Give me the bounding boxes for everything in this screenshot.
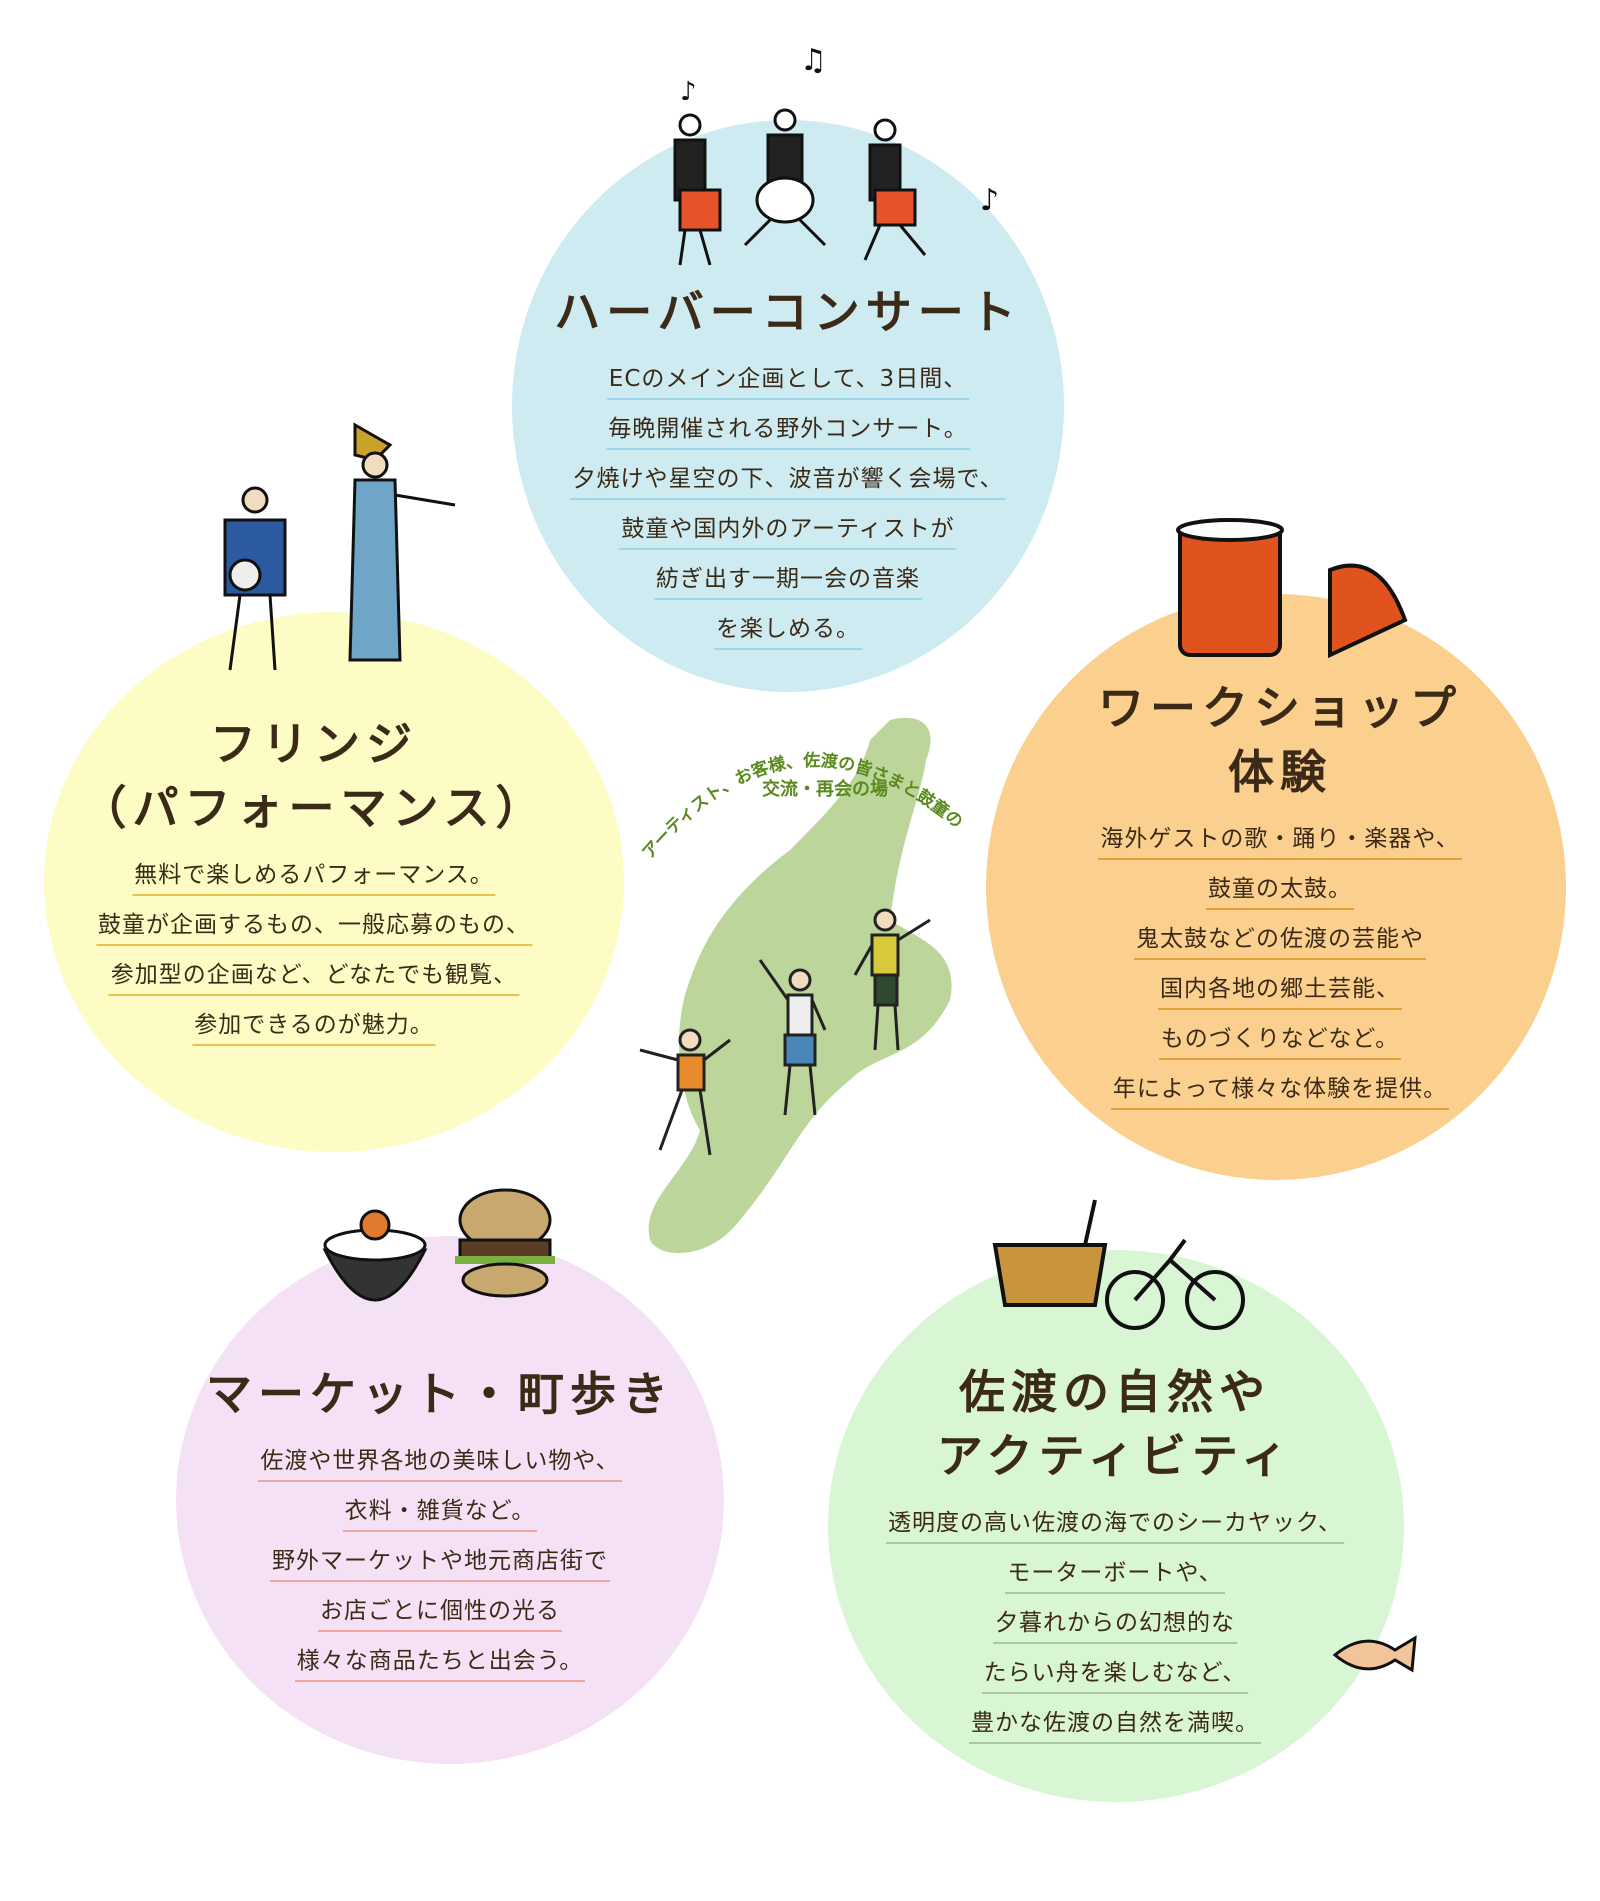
description-row: 夕暮れからの幻想的な	[886, 1602, 1344, 1652]
description-row: 佐渡や世界各地の美味しい物や、	[206, 1440, 674, 1490]
description-line: モーターボートや、	[1005, 1552, 1225, 1594]
description-line: 紡ぎ出す一期一会の音楽	[653, 558, 922, 600]
description-row: 様々な商品たちと出会う。	[206, 1640, 674, 1690]
description-line: 参加できるのが魅力。	[192, 1004, 436, 1046]
description-row: 年によって様々な体験を提供。	[1098, 1068, 1462, 1118]
description-row: ものづくりなどなど。	[1098, 1018, 1462, 1068]
center-arc-text: アーティスト、お客様、佐渡の皆さまと鼓童の 交流・再会の場	[639, 750, 967, 863]
food-illustration	[322, 1188, 555, 1302]
fish-illustration	[1332, 1635, 1417, 1673]
fringe-section: フリンジ （パフォーマンス） 無料で楽しめるパフォーマンス。鼓童が企画するもの、…	[80, 712, 547, 1054]
nature-circle	[828, 1250, 1404, 1802]
description-row: 鼓童や国内外のアーティストが	[554, 508, 1022, 558]
description-line: ECのメイン企画として、3日間、	[606, 358, 970, 400]
description-row: 夕焼けや星空の下、波音が響く会場で、	[554, 458, 1022, 508]
description-line: ものづくりなどなど。	[1158, 1018, 1402, 1060]
description-line: 鼓童が企画するもの、一般応募のもの、	[96, 904, 532, 946]
description-row: 参加できるのが魅力。	[80, 1004, 547, 1054]
performers-illustration	[223, 422, 456, 671]
market-section: マーケット・町歩き 佐渡や世界各地の美味しい物や、衣料・雑貨など。野外マーケット…	[206, 1362, 674, 1690]
drummers-illustration: ♪ ♫ ♪	[673, 43, 999, 266]
description-line: 鬼太鼓などの佐渡の芸能や	[1134, 918, 1426, 960]
description-line: 毎晩開催される野外コンサート。	[606, 408, 970, 450]
music-note-icon: ♫	[800, 43, 827, 78]
description-line: 無料で楽しめるパフォーマンス。	[132, 854, 496, 896]
description-line: 鼓童の太鼓。	[1206, 868, 1354, 910]
concert-section: ハーバーコンサート ECのメイン企画として、3日間、毎晩開催される野外コンサート…	[554, 280, 1022, 658]
description-row: 紡ぎ出す一期一会の音楽	[554, 558, 1022, 608]
description-row: 国内各地の郷土芸能、	[1098, 968, 1462, 1018]
description-row: 無料で楽しめるパフォーマンス。	[80, 854, 547, 904]
description-line: 年によって様々な体験を提供。	[1110, 1068, 1450, 1110]
concert-title: ハーバーコンサート	[554, 285, 1022, 339]
description-line: を楽しめる。	[713, 608, 862, 650]
description-line: 夕焼けや星空の下、波音が響く会場で、	[570, 458, 1006, 500]
description-line: お店ごとに個性の光る	[318, 1590, 562, 1632]
description-line: 豊かな佐渡の自然を満喫。	[969, 1702, 1261, 1744]
description-line: 海外ゲストの歌・踊り・楽器や、	[1098, 818, 1462, 860]
nature-title: 佐渡の自然や	[959, 1365, 1271, 1419]
dancing-people-illustration	[639, 908, 931, 1156]
description-row: 鬼太鼓などの佐渡の芸能や	[1098, 918, 1462, 968]
nature-subtitle: アクティビティ	[936, 1429, 1294, 1483]
description-row: 鼓童の太鼓。	[1098, 868, 1462, 918]
description-line: 佐渡や世界各地の美味しい物や、	[258, 1440, 622, 1482]
description-line: 衣料・雑貨など。	[342, 1490, 538, 1532]
description-row: 野外マーケットや地元商店街で	[206, 1540, 674, 1590]
nature-section: 佐渡の自然や アクティビティ 透明度の高い佐渡の海でのシーカヤック、モーターボー…	[886, 1360, 1344, 1752]
description-line: 野外マーケットや地元商店街で	[270, 1540, 610, 1582]
description-line: 国内各地の郷土芸能、	[1158, 968, 1402, 1010]
music-note-icon: ♪	[980, 183, 999, 218]
description-row: お店ごとに個性の光る	[206, 1590, 674, 1640]
description-row: を楽しめる。	[554, 608, 1022, 658]
market-title: マーケット・町歩き	[206, 1367, 674, 1421]
workshop-circle	[986, 594, 1566, 1180]
description-row: 豊かな佐渡の自然を満喫。	[886, 1702, 1344, 1752]
description-row: たらい舟を楽しむなど、	[886, 1652, 1344, 1702]
market-circle	[176, 1236, 724, 1764]
description-line: たらい舟を楽しむなど、	[981, 1652, 1249, 1694]
center-sub-text: 交流・再会の場	[762, 778, 888, 800]
workshop-section: ワークショップ 体験 海外ゲストの歌・踊り・楽器や、鼓童の太鼓。鬼太鼓などの佐渡…	[1098, 676, 1462, 1118]
music-note-icon: ♪	[680, 77, 697, 107]
description-row: 毎晩開催される野外コンサート。	[554, 408, 1022, 458]
drum-and-fan-illustration	[1176, 518, 1408, 659]
description-line: 鼓童や国内外のアーティストが	[619, 508, 957, 550]
description-row: 海外ゲストの歌・踊り・楽器や、	[1098, 818, 1462, 868]
description-line: 様々な商品たちと出会う。	[294, 1640, 586, 1682]
fringe-circle	[44, 612, 624, 1152]
description-row: 鼓童が企画するもの、一般応募のもの、	[80, 904, 547, 954]
description-row: モーターボートや、	[886, 1552, 1344, 1602]
description-line: 夕暮れからの幻想的な	[993, 1602, 1237, 1644]
arc-text: アーティスト、お客様、佐渡の皆さまと鼓童の	[639, 750, 967, 863]
fringe-subtitle: （パフォーマンス）	[80, 781, 548, 835]
description-row: 衣料・雑貨など。	[206, 1490, 674, 1540]
description-line: 参加型の企画など、どなたでも観覧、	[108, 954, 520, 996]
workshop-title: ワークショップ	[1098, 681, 1462, 735]
fringe-title: フリンジ	[210, 717, 418, 771]
svg-text:アーティスト、お客様、佐渡の皆さまと鼓童の: アーティスト、お客様、佐渡の皆さまと鼓童の	[639, 750, 967, 863]
description-row: ECのメイン企画として、3日間、	[554, 358, 1022, 408]
workshop-subtitle: 体験	[1228, 745, 1332, 799]
description-line: 透明度の高い佐渡の海でのシーカヤック、	[886, 1502, 1344, 1544]
tub-boat-and-bicycle-illustration	[992, 1199, 1245, 1330]
description-row: 参加型の企画など、どなたでも観覧、	[80, 954, 547, 1004]
description-row: 透明度の高い佐渡の海でのシーカヤック、	[886, 1502, 1344, 1552]
